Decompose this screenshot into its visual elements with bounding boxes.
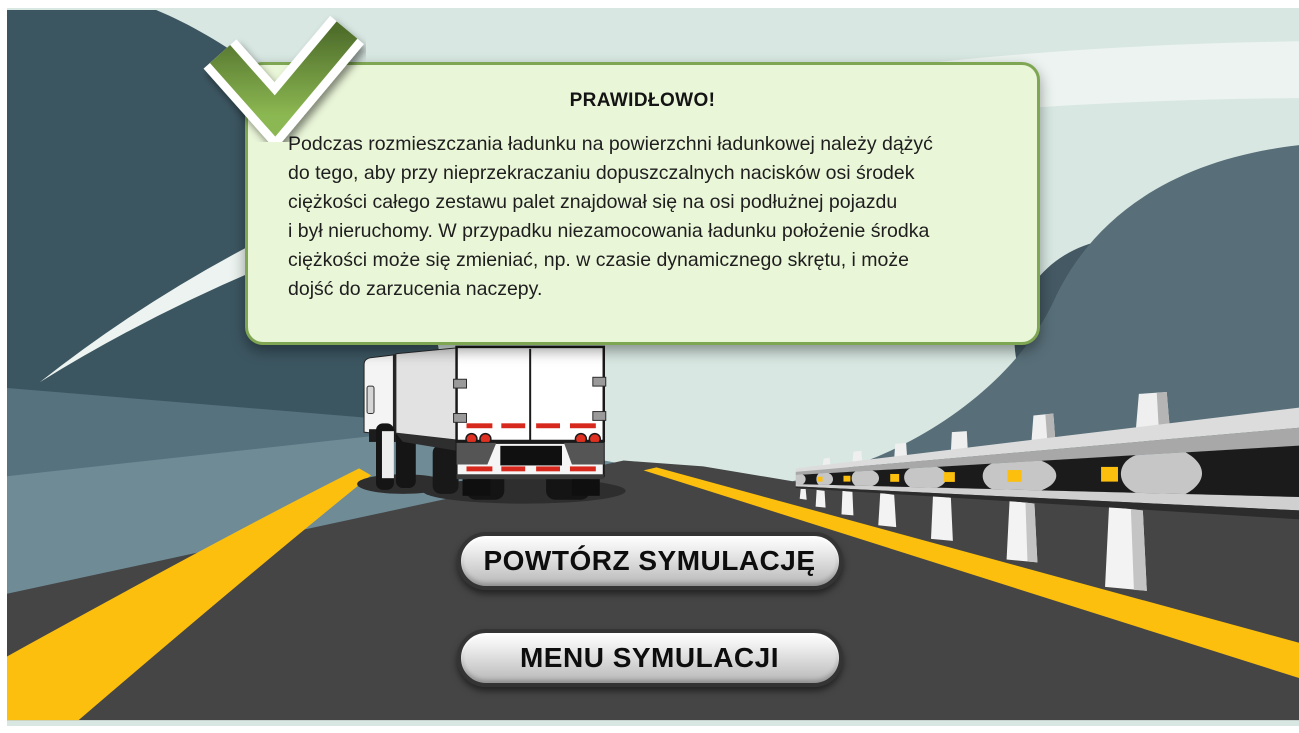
lane-line-left [7, 468, 372, 721]
dialog-title: PRAWIDŁOWO! [569, 90, 716, 111]
dialog-body-line: do tego, aby przy nieprzekraczaniu dopus… [288, 162, 915, 184]
dialog-body-line: i był nieruchomy. W przypadku niezamocow… [288, 220, 930, 242]
lane-line-right [643, 467, 1299, 679]
dialog-body-line: dojść do zarzucenia naczepy. [288, 278, 543, 300]
simulation-menu-button[interactable]: MENU SYMULACJI [456, 629, 843, 687]
mountain-right [792, 145, 1299, 503]
repeat-simulation-button[interactable]: POWTÓRZ SYMULACJĘ [456, 532, 843, 590]
check-icon [196, 10, 366, 150]
dialog-body-line: Podczas rozmieszczania ładunku na powier… [288, 133, 933, 155]
road [7, 460, 1299, 721]
dialog-body-line: ciężkości całego zestawu palet znajdował… [288, 191, 898, 213]
dialog-body: Podczas rozmieszczania ładunku na powier… [288, 130, 1009, 304]
dialog-body-line: ciężkości może się zmieniać, np. w czasi… [288, 249, 909, 271]
truck [357, 345, 626, 504]
feedback-dialog: PRAWIDŁOWO! Podczas rozmieszczania ładun… [245, 62, 1040, 345]
guardrail [795, 391, 1299, 591]
